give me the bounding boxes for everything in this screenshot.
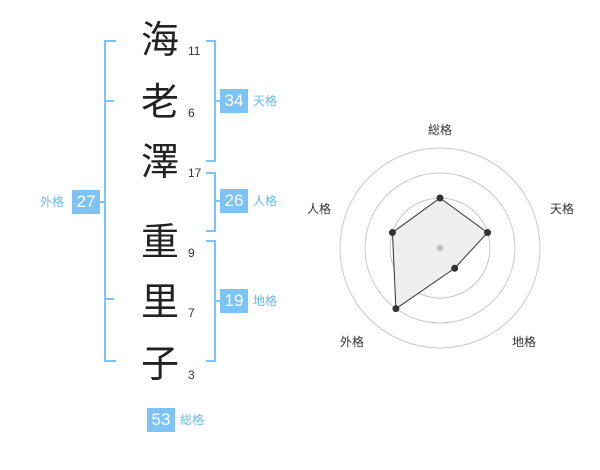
chikaku-connector bbox=[214, 300, 220, 302]
radar-points bbox=[388, 194, 492, 313]
radar-axis-label-chikaku: 地格 bbox=[512, 334, 536, 349]
gaikaku-bracket bbox=[104, 40, 116, 362]
tenkaku-value: 34 bbox=[220, 89, 248, 113]
name-char-4: 重 bbox=[140, 220, 179, 264]
name-char-5: 里 bbox=[140, 280, 179, 324]
radar-center-dot bbox=[436, 244, 444, 252]
radar-axis-label-soukaku: 総格 bbox=[428, 122, 452, 137]
tenkaku-connector bbox=[214, 100, 220, 102]
tenkaku-label: 天格 bbox=[253, 94, 278, 108]
radar-point bbox=[392, 305, 400, 313]
gaikaku-bracket-tick bbox=[106, 298, 114, 300]
name-char-1: 海 bbox=[140, 18, 179, 62]
name-char-6: 子 bbox=[140, 342, 179, 386]
radar-axis-label-gaikaku: 外格 bbox=[340, 334, 364, 349]
radar-ring bbox=[364, 172, 516, 324]
stroke-count-6: 3 bbox=[188, 368, 195, 382]
jinkaku-connector bbox=[214, 200, 220, 202]
chikaku-label: 地格 bbox=[253, 294, 278, 308]
gaikaku-value: 27 bbox=[72, 190, 100, 214]
radar-point bbox=[388, 229, 396, 237]
radar-point bbox=[484, 229, 492, 237]
stroke-count-1: 11 bbox=[188, 44, 201, 58]
stroke-count-5: 7 bbox=[188, 306, 195, 320]
name-char-2: 老 bbox=[140, 80, 179, 124]
stroke-count-3: 17 bbox=[188, 166, 202, 180]
soukaku-value: 53 bbox=[147, 408, 175, 432]
jinkaku-bracket bbox=[206, 172, 216, 232]
radar-axis-label-tenkaku: 天格 bbox=[550, 201, 574, 216]
radar-ring bbox=[339, 147, 541, 349]
jinkaku-value: 26 bbox=[220, 189, 248, 213]
jinkaku-label: 人格 bbox=[253, 194, 278, 208]
chikaku-value: 19 bbox=[220, 289, 248, 313]
radar-point bbox=[436, 194, 444, 202]
stroke-count-2: 6 bbox=[188, 106, 195, 120]
radar-score-area bbox=[391, 197, 489, 310]
name-char-3: 澤 bbox=[140, 140, 179, 184]
radar-axis-label-jinkaku: 人格 bbox=[307, 201, 331, 216]
gaikaku-label: 外格 bbox=[40, 195, 65, 209]
gaikaku-bracket-tick bbox=[106, 100, 114, 102]
radar-point bbox=[451, 264, 459, 272]
soukaku-label: 総格 bbox=[180, 413, 205, 427]
stroke-count-4: 9 bbox=[188, 246, 195, 260]
